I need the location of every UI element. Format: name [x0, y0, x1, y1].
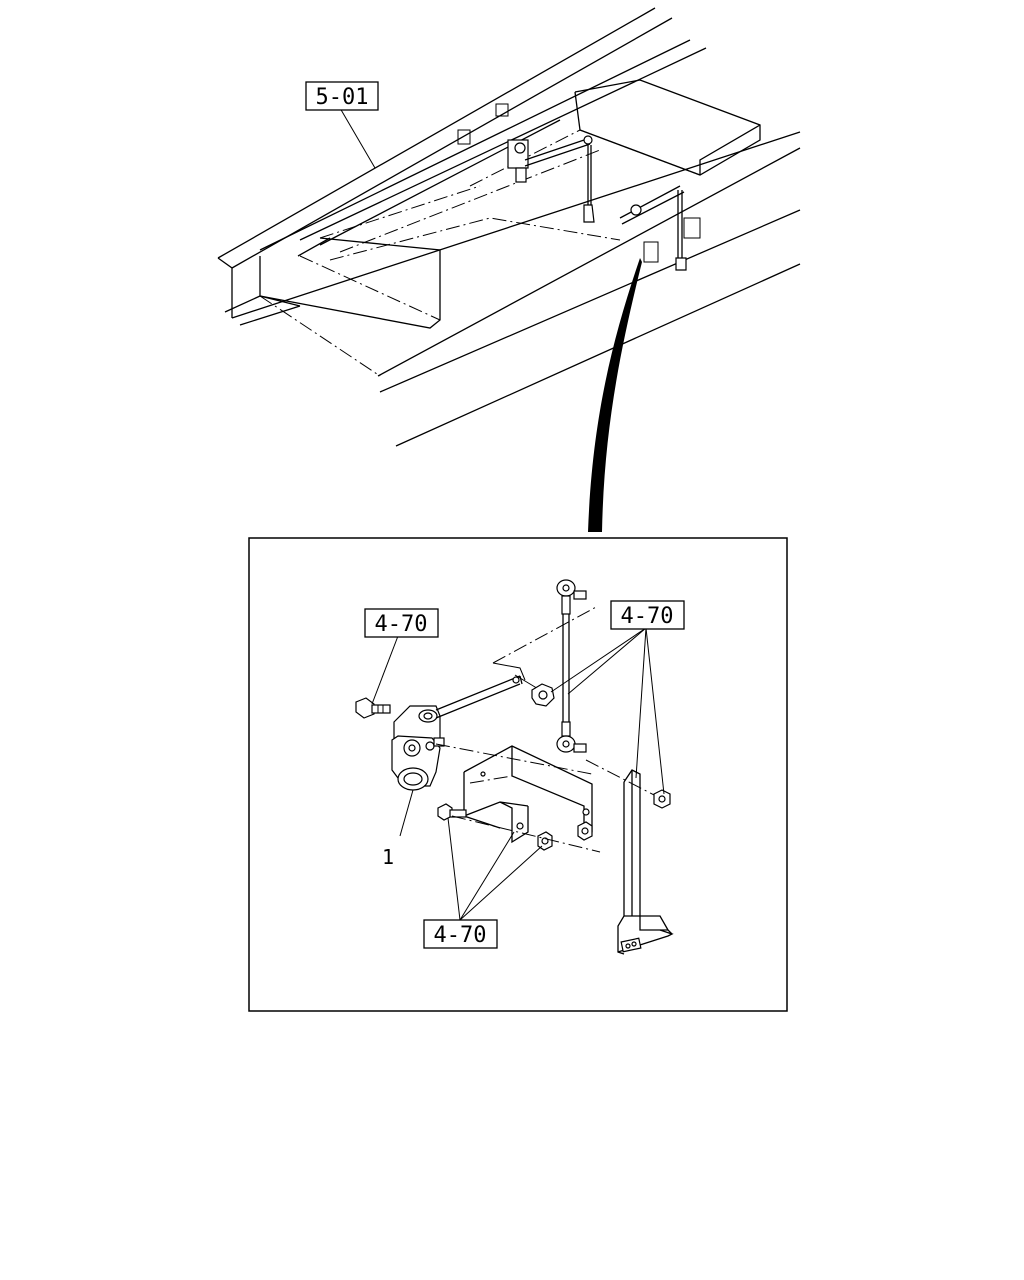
chassis-frame: [217, 7, 801, 447]
callout-ref-left-label: 4-70: [375, 612, 428, 637]
valve-lever: [435, 675, 523, 719]
part-number-label: 1: [382, 845, 394, 869]
valve-assembly-near: [619, 185, 687, 271]
leveling-valve: [391, 705, 445, 791]
callout-ref-bottom: 4-70: [423, 919, 498, 949]
detail-pointer: [588, 258, 642, 532]
nut-bracket-right: [577, 821, 593, 841]
callout-ref-left: 4-70: [364, 608, 439, 638]
frame-reference-label: 5-01: [316, 85, 369, 110]
nut-long-arm: [653, 789, 671, 809]
lock-nut-lever: [531, 683, 555, 707]
callout-ref-right: 4-70: [610, 600, 685, 630]
callout-ref-right-label: 4-70: [621, 604, 674, 629]
frame-brackets: [457, 103, 701, 263]
mounting-bracket-center: [435, 743, 593, 844]
long-arm-bracket: [617, 769, 674, 955]
callout-ref-bottom-label: 4-70: [434, 923, 487, 948]
valve-assembly-small: [507, 135, 595, 223]
detail-assembly: [355, 579, 674, 955]
frame-reference-callout: 5-01: [305, 81, 379, 111]
flange-bolt-bracket: [437, 803, 467, 821]
flange-bolt-left: [355, 697, 391, 719]
linkage-rod: [556, 579, 587, 753]
detail-frame: [248, 537, 788, 1012]
